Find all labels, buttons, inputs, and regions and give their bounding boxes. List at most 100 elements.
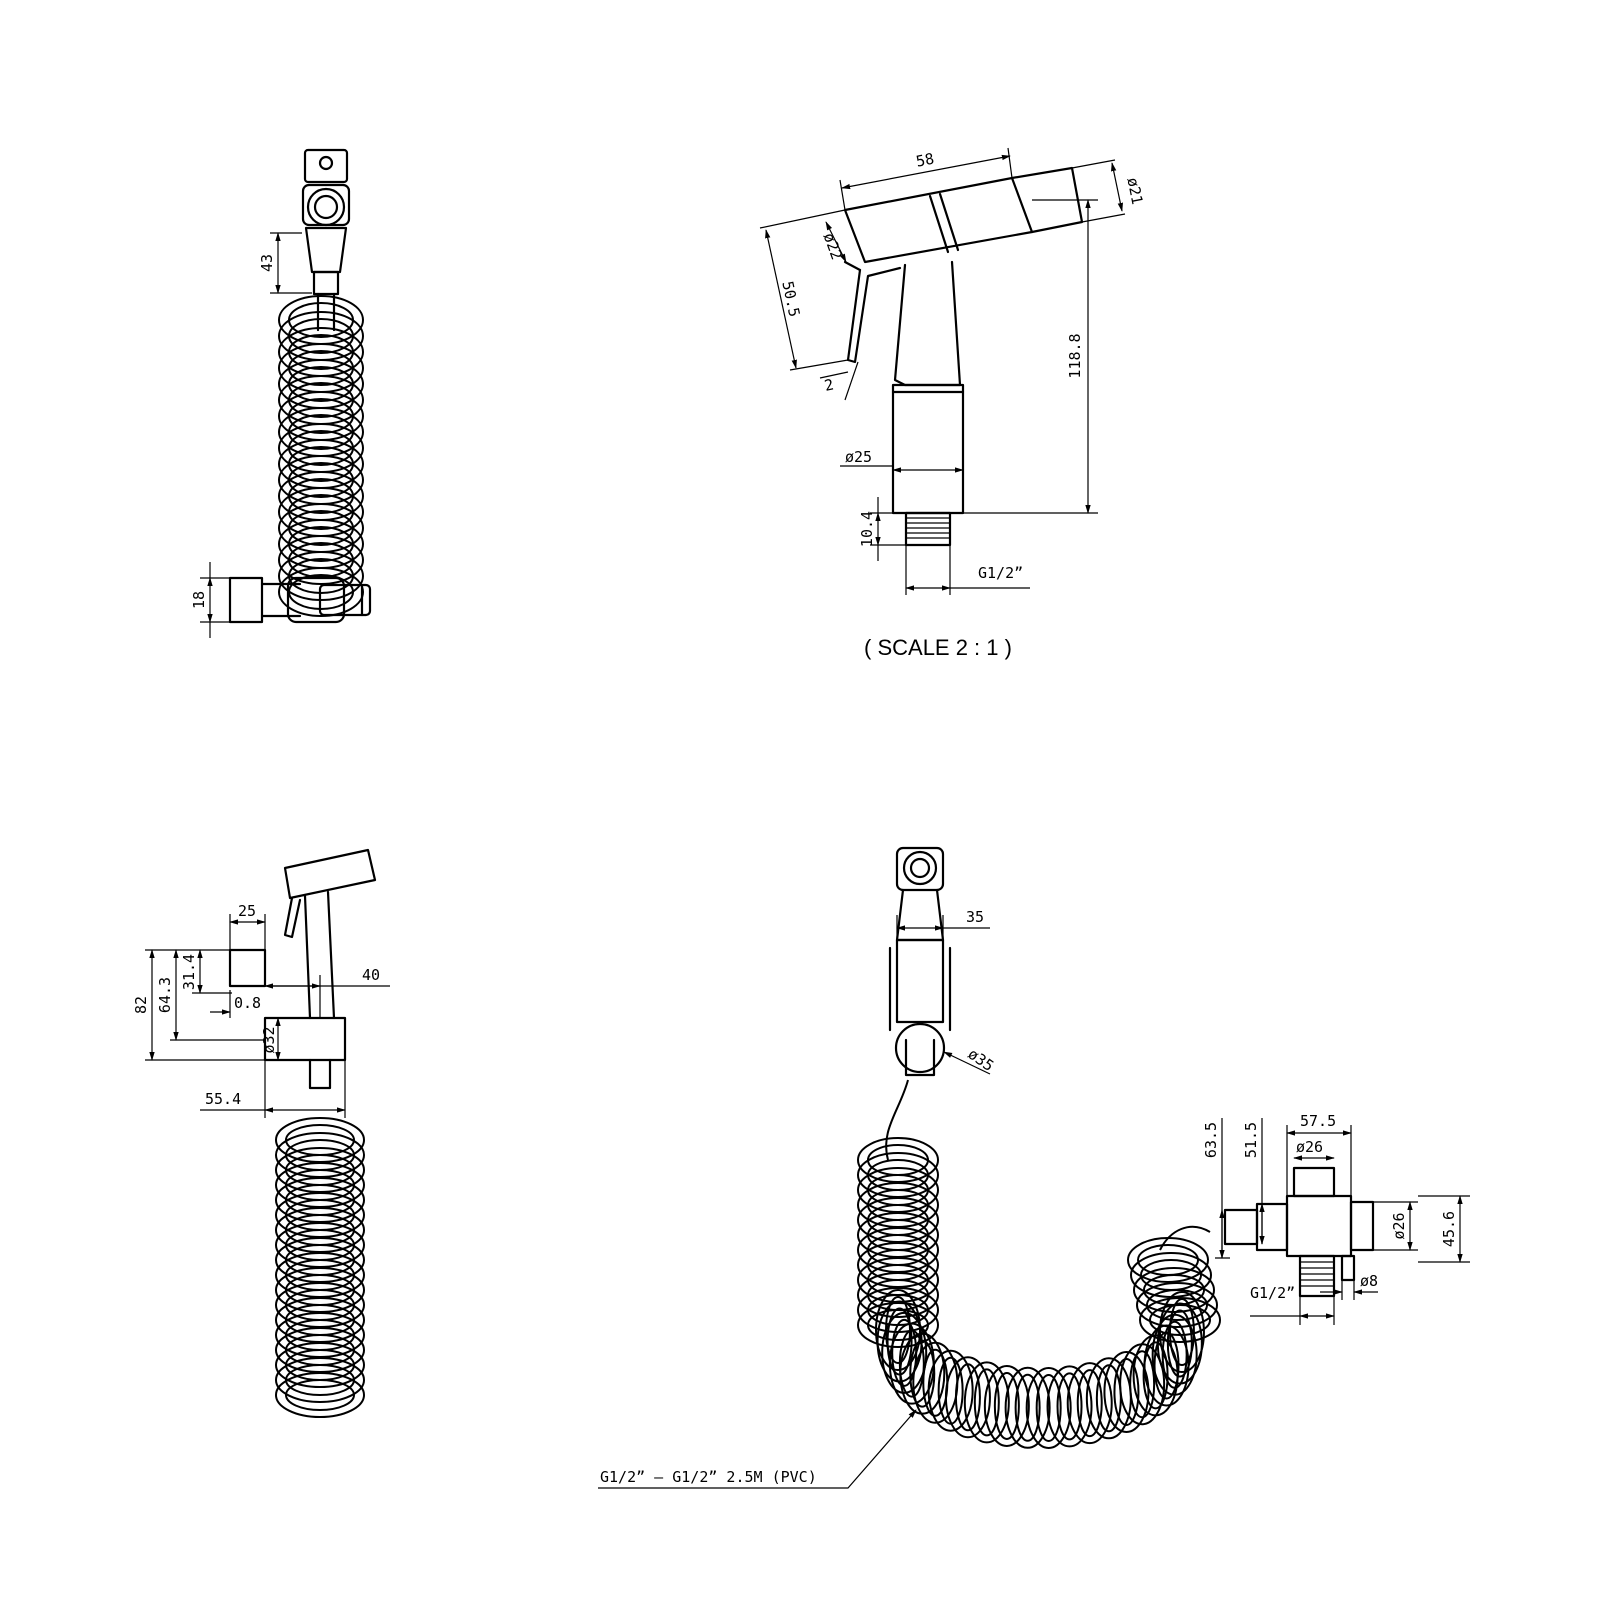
hose-coil-loop: [857, 1302, 939, 1348]
dim-text-2: 2: [823, 375, 836, 394]
hose-coil-loop: [1140, 1259, 1202, 1291]
dim-text-dia-32: ø32: [260, 1026, 278, 1053]
dim-text-dia-25: ø25: [845, 448, 872, 466]
dim-text-25: 25: [238, 902, 256, 920]
hose-coil-front: [275, 1117, 365, 1418]
dim-18: 18: [190, 562, 230, 638]
hose-coil-loop: [983, 1364, 1030, 1447]
hose-coil-loop: [881, 1311, 928, 1394]
dim-text-118-8: 118.8: [1066, 333, 1084, 378]
spray-head-top: [888, 846, 952, 1077]
dim-text-50-5: 50.5: [778, 279, 803, 318]
hose-coil-loop: [857, 1272, 939, 1318]
dim-text-63-5: 63.5: [1202, 1122, 1220, 1158]
hose-coil-loop: [973, 1368, 1000, 1437]
dim-118-8: 118.8: [963, 199, 1098, 514]
hose-coil-loop: [275, 1357, 365, 1403]
hose-coil-loop: [927, 1349, 974, 1432]
hose-coil-loop: [1161, 1320, 1188, 1389]
dim-dia-22: ø22: [820, 221, 847, 263]
hose-coil-loop: [954, 1363, 981, 1432]
hose-coil-loop: [1113, 1357, 1140, 1426]
dim-0-8: 0.8: [210, 990, 261, 1018]
hose-coil-loop: [275, 1342, 365, 1388]
dim-64-3: 64.3: [156, 949, 265, 1041]
dim-text-dia-26-top: ø26: [1296, 1138, 1323, 1156]
dim-text-64-3: 64.3: [156, 977, 174, 1013]
hose-coil-loop: [1139, 1297, 1221, 1343]
hose-coil-loop: [891, 1318, 918, 1387]
dim-text-g12-valve: G1/2”: [1250, 1284, 1295, 1302]
dim-g12-valve: G1/2”: [1250, 1284, 1335, 1325]
dim-45-6: 45.6: [1418, 1195, 1470, 1263]
hose-coil-loop: [275, 1372, 365, 1418]
hose-coil-loop: [1133, 1267, 1215, 1313]
dim-text-35: 35: [966, 908, 984, 926]
dim-57-5: 57.5: [1286, 1112, 1352, 1196]
assembly-view: 35 ø35 63.5 51.5 57.5 ø26 ø26: [598, 846, 1470, 1489]
hose-coil-loop: [1076, 1369, 1103, 1438]
dim-dia-32: ø32: [260, 1017, 281, 1061]
dim-text-10-4: 10.4: [858, 511, 876, 547]
hose-coil-loop: [944, 1356, 991, 1439]
dim-dia-8: ø8: [1320, 1272, 1378, 1300]
dim-text-55-4: 55.4: [205, 1090, 241, 1108]
dim-text-31-4: 31.4: [180, 954, 198, 990]
dim-text-45-6: 45.6: [1440, 1211, 1458, 1247]
dim-g12-head: G1/2”: [905, 545, 1030, 595]
dim-35: 35: [896, 908, 990, 940]
dim-text-82: 82: [132, 996, 150, 1014]
dim-text-40: 40: [362, 966, 380, 984]
hose-coil-loop: [1136, 1282, 1218, 1328]
hose-coil-loop: [1103, 1350, 1150, 1433]
hose-coil-loop: [1025, 1366, 1072, 1449]
hose-coil-loop: [1166, 1309, 1193, 1378]
dim-text-dia-21: ø21: [1123, 176, 1146, 206]
thread-stub: [904, 511, 952, 547]
hose-coil-assembly: [857, 1137, 1221, 1449]
hose-label: G1/2” – G1/2” 2.5M (PVC): [600, 1468, 817, 1486]
hose-valve-run: [1159, 1225, 1211, 1251]
dim-2: 2: [819, 361, 859, 401]
hose-leader: G1/2” – G1/2” 2.5M (PVC): [598, 1409, 917, 1489]
hose-coil-loop: [1066, 1362, 1113, 1445]
dim-text-43: 43: [258, 254, 276, 272]
dim-text-18: 18: [190, 591, 208, 609]
dim-text-57-5: 57.5: [1300, 1112, 1336, 1130]
hose-coil-loop: [867, 1309, 929, 1341]
dim-82: 82: [132, 949, 265, 1061]
hose-coil-loop: [285, 1379, 355, 1411]
dim-dia-26-side: ø26: [1373, 1201, 1418, 1251]
hose-coil-loop: [1168, 1298, 1195, 1367]
hose-coil-loop: [898, 1329, 925, 1398]
hose-coil-loop: [1137, 1244, 1199, 1276]
head-detail-view: 58 ø21 ø22 50.5 2 118.8 ø25: [759, 147, 1146, 660]
hose-coil-loop: [1046, 1365, 1093, 1448]
dim-dia-26-top: ø26: [1293, 1138, 1335, 1161]
dim-51-5: 51.5: [1242, 1118, 1265, 1245]
dim-31-4: 31.4: [180, 949, 232, 994]
hose-top-run: [885, 1079, 909, 1161]
dim-text-g12-head: G1/2”: [978, 564, 1023, 582]
wall-bracket-side: [228, 576, 372, 624]
dim-text-51-5: 51.5: [1242, 1122, 1260, 1158]
dim-text-dia-26-side: ø26: [1390, 1212, 1408, 1239]
scale-note: ( SCALE 2 : 1 ): [864, 635, 1012, 660]
dim-text-dia-22: ø22: [820, 230, 846, 262]
hose-coil-loop: [278, 535, 364, 585]
hose-coil-loop: [1014, 1373, 1041, 1442]
dim-text-dia-8: ø8: [1360, 1272, 1378, 1290]
hose-coil-loop: [1004, 1366, 1051, 1449]
dim-dia-21: ø21: [1071, 159, 1146, 223]
spray-head-body: [843, 166, 1084, 547]
dim-10-4: 10.4: [858, 497, 906, 561]
dim-55-4: 55.4: [200, 1060, 346, 1118]
dim-text-58: 58: [914, 150, 935, 171]
dim-58: 58: [839, 147, 1013, 211]
spray-head-side: [301, 148, 351, 332]
hose-coil-loop: [909, 1339, 936, 1408]
wall-bracket-front: [228, 948, 347, 1090]
dim-63-5: 63.5: [1202, 1118, 1230, 1259]
dim-text-0-8: 0.8: [234, 994, 261, 1012]
